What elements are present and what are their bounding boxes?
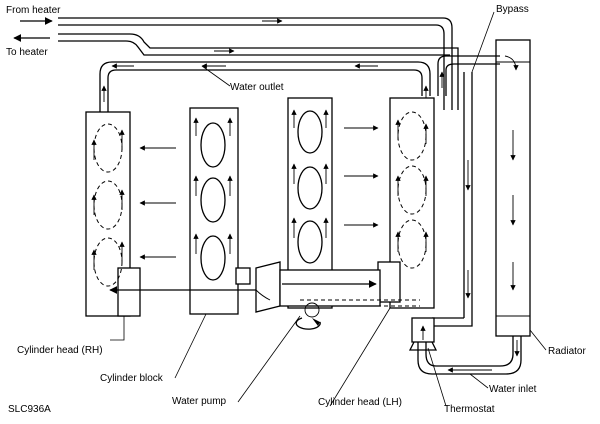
heater-hoses — [13, 17, 459, 110]
label-radiator: Radiator — [548, 346, 586, 357]
label-cylinder-block: Cylinder block — [100, 373, 164, 384]
block-to-head-rh-arrows — [139, 145, 176, 260]
water-inlet-hose — [417, 336, 522, 375]
radiator — [495, 39, 531, 337]
cylinder-head-lh — [377, 97, 435, 309]
radiator-upper-hose — [437, 55, 519, 96]
pump-to-head-rh-flow — [109, 280, 377, 301]
label-from-heater: From heater — [6, 5, 61, 16]
label-cylinder-head-lh: Cylinder head (LH) — [318, 397, 402, 408]
bypass-pipe — [432, 72, 473, 327]
label-to-heater: To heater — [6, 47, 48, 58]
water-pump — [255, 261, 420, 330]
figure-code: SLC936A — [8, 404, 51, 415]
water-outlet-pipe — [99, 61, 431, 112]
block-to-head-lh-arrows — [344, 125, 379, 228]
labels: From heater To heater Bypass Water outle… — [6, 4, 586, 415]
label-bypass: Bypass — [496, 4, 529, 15]
label-water-outlet: Water outlet — [230, 82, 284, 93]
cylinder-block-rh-bank — [189, 107, 251, 315]
leader-lines — [110, 11, 547, 407]
label-cylinder-head-rh: Cylinder head (RH) — [17, 345, 103, 356]
cylinder-head-rh — [85, 111, 141, 317]
label-water-pump: Water pump — [172, 396, 227, 407]
label-thermostat: Thermostat — [444, 404, 495, 415]
thermostat — [408, 317, 438, 351]
label-water-inlet: Water inlet — [489, 384, 537, 395]
